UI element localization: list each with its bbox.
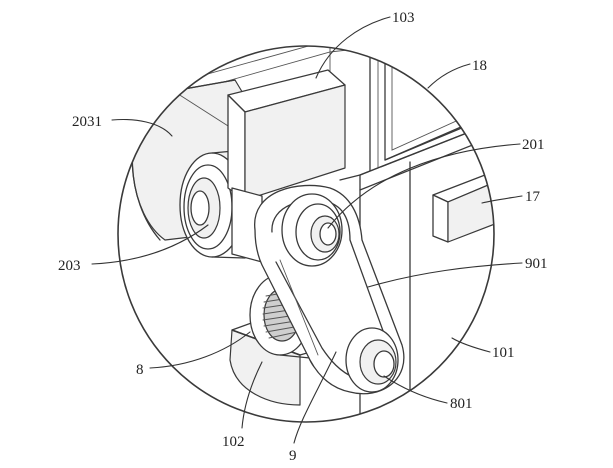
- label-2031: 2031: [72, 114, 102, 130]
- block-17: [432, 174, 494, 243]
- leader-201: [327, 143, 521, 229]
- label-801: 801: [450, 396, 473, 412]
- leader-103: [315, 16, 391, 79]
- pulley-201: [281, 193, 343, 267]
- label-101: 101: [492, 345, 515, 361]
- leader-101: [451, 337, 491, 353]
- label-201: 201: [522, 137, 545, 153]
- leader-9: [293, 351, 337, 444]
- leader-102: [241, 361, 263, 429]
- label-18: 18: [472, 58, 487, 74]
- label-9: 9: [289, 448, 297, 464]
- plate-103: [227, 69, 346, 263]
- label-901: 901: [525, 256, 548, 272]
- leader-8: [149, 331, 251, 369]
- label-103: 103: [392, 10, 415, 26]
- label-17: 17: [525, 189, 541, 205]
- label-102: 102: [222, 434, 245, 450]
- part-labels: 103 18 2031 201 17 203 901 101 8 801 102…: [58, 10, 548, 464]
- leader-17: [481, 195, 523, 204]
- label-8: 8: [136, 362, 144, 378]
- detail-circle: [117, 45, 495, 423]
- leader-18: [427, 63, 471, 89]
- label-203: 203: [58, 258, 81, 274]
- leader-2031: [111, 119, 173, 137]
- leader-901: [367, 262, 523, 288]
- pulley-801: [345, 327, 399, 393]
- leader-lines: [91, 16, 523, 444]
- leader-801: [383, 375, 448, 404]
- leader-203: [91, 224, 209, 265]
